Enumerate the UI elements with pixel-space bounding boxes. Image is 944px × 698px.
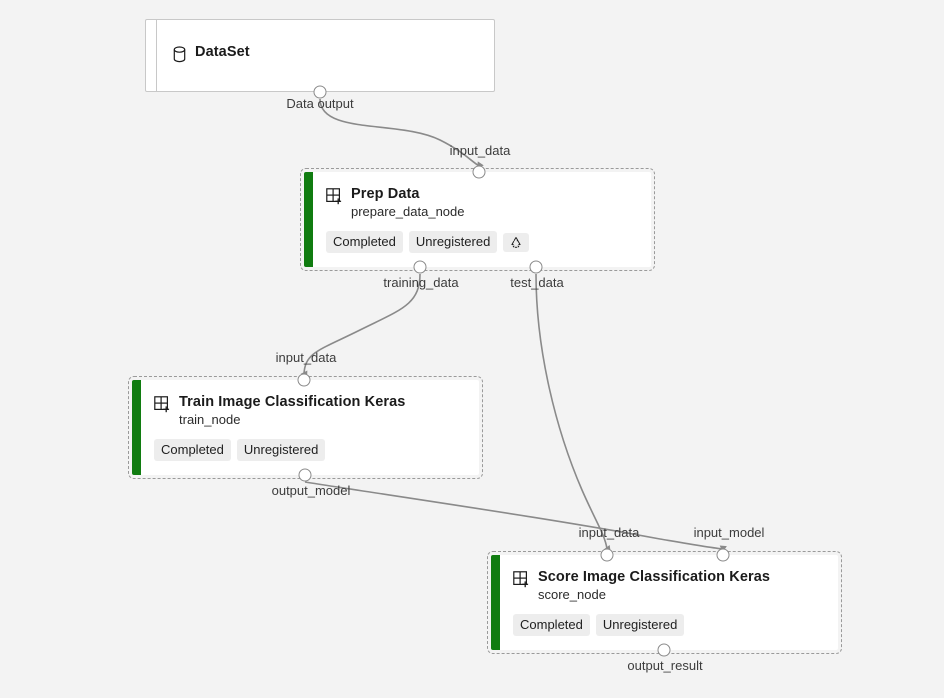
- database-icon: [172, 46, 187, 63]
- status-badge[interactable]: Completed: [154, 439, 231, 461]
- port-output[interactable]: [313, 85, 327, 99]
- port-label: input_model: [693, 525, 765, 540]
- node-subtitle: prepare_data_node: [351, 203, 465, 219]
- node-status-bar: [491, 555, 500, 650]
- node-subtitle: score_node: [538, 586, 606, 602]
- status-badge[interactable]: Completed: [326, 231, 403, 253]
- edge[interactable]: [304, 481, 727, 553]
- node-header: Score Image Classification Keras score_n…: [513, 569, 828, 603]
- port-input[interactable]: [297, 373, 311, 387]
- node-score-image-classification-keras[interactable]: Score Image Classification Keras score_n…: [487, 551, 842, 654]
- node-header: Prep Data prepare_data_node: [326, 186, 641, 220]
- port-label: input_data: [578, 525, 640, 540]
- node-train-image-classification-keras[interactable]: Train Image Classification Keras train_n…: [128, 376, 483, 479]
- node-badges: Completed Unregistered: [513, 614, 685, 636]
- port-output[interactable]: [298, 468, 312, 482]
- node-status-bar: [132, 380, 141, 475]
- node-title: Prep Data: [351, 186, 420, 202]
- node-badges: Completed Unregistered: [154, 439, 326, 461]
- node-header: DataSet: [172, 44, 484, 63]
- table-add-icon: [513, 571, 530, 588]
- node-title: Score Image Classification Keras: [538, 569, 771, 585]
- node-status-bar: [304, 172, 313, 267]
- edge[interactable]: [535, 273, 611, 553]
- port-output[interactable]: [529, 260, 543, 274]
- port-output[interactable]: [657, 643, 671, 657]
- node-title: Train Image Classification Keras: [179, 394, 406, 410]
- node-subtitle: train_node: [179, 411, 241, 427]
- node-prep-data[interactable]: Prep Data prepare_data_node Completed Un…: [300, 168, 655, 271]
- port-label: test_data: [510, 275, 564, 290]
- port-label: input_data: [449, 143, 511, 158]
- registration-badge[interactable]: Unregistered: [408, 231, 498, 253]
- registration-badge[interactable]: Unregistered: [236, 439, 326, 461]
- port-label: input_data: [275, 350, 337, 365]
- registration-badge[interactable]: Unregistered: [595, 614, 685, 636]
- node-title: DataSet: [195, 44, 250, 60]
- port-label: output_result: [627, 658, 703, 673]
- node-badges: Completed Unregistered: [326, 231, 530, 253]
- node-dataset[interactable]: DataSet: [145, 19, 495, 92]
- port-output[interactable]: [413, 260, 427, 274]
- table-add-icon: [154, 396, 171, 413]
- port-label: training_data: [383, 275, 459, 290]
- node-status-bar: [146, 20, 157, 91]
- table-add-icon: [326, 188, 343, 205]
- status-badge[interactable]: Completed: [513, 614, 590, 636]
- port-label: output_model: [271, 483, 351, 498]
- port-input[interactable]: [716, 548, 730, 562]
- node-header: Train Image Classification Keras train_n…: [154, 394, 469, 428]
- reuse-icon[interactable]: [503, 232, 530, 252]
- port-input[interactable]: [600, 548, 614, 562]
- port-input[interactable]: [472, 165, 486, 179]
